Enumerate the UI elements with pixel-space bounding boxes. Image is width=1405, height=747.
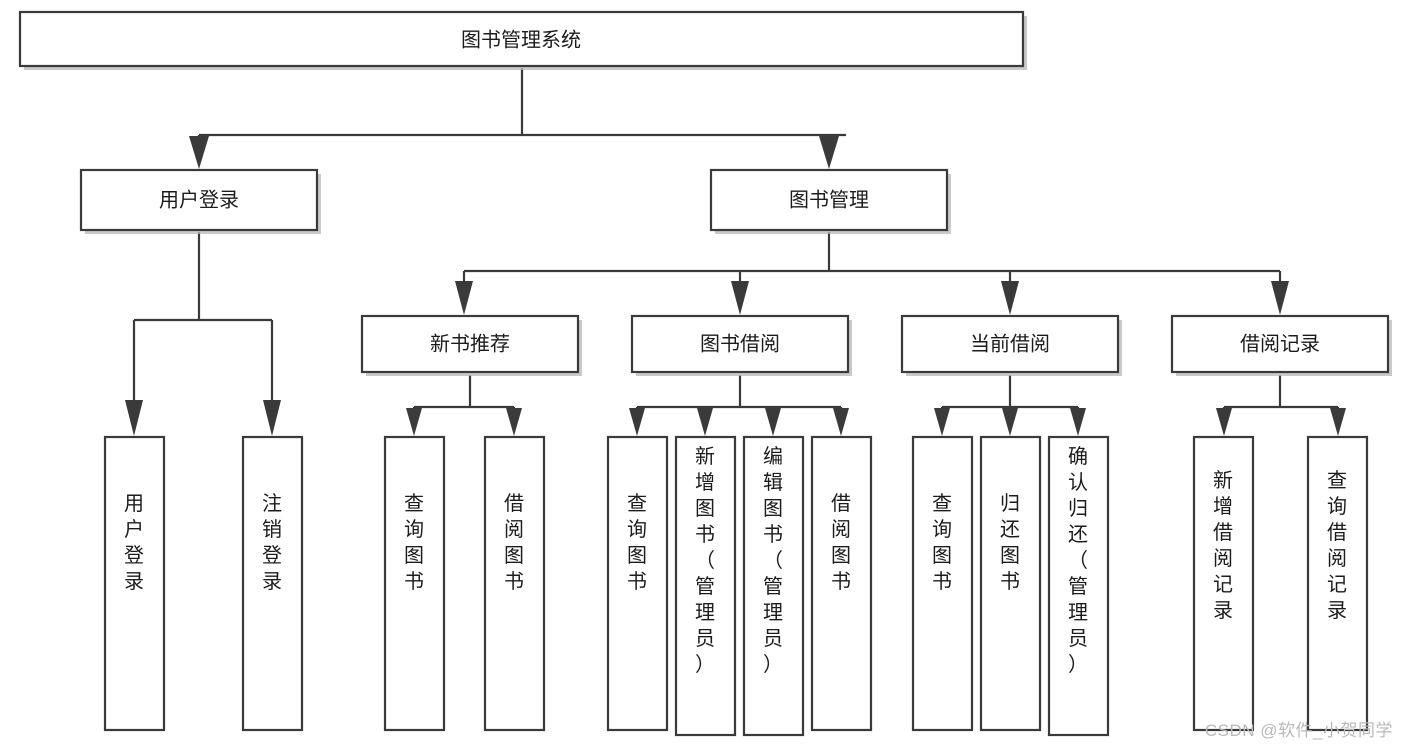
- node-current-borrow[interactable]: 当前借阅: [900, 314, 1122, 376]
- current-borrow-box: [900, 314, 1120, 374]
- book-borrow-box: [630, 314, 850, 374]
- leaf-recommend-borrow-book[interactable]: 借阅图书: [483, 435, 546, 732]
- leaf-record-add-box: [1192, 435, 1255, 732]
- current-borrow-label: 当前借阅: [970, 332, 1050, 355]
- root-label: 图书管理系统: [461, 28, 581, 51]
- leaf-logout-label: 注销登录: [262, 492, 282, 593]
- leaf-borrow-edit-book-box: [742, 435, 805, 737]
- arrow-book-borrow: [731, 281, 749, 315]
- leaf-user-login-box: [103, 435, 166, 732]
- arrow-leaf-borrow-book-1: [506, 408, 522, 436]
- leaf-borrow-borrow-book-label: 借阅图书: [831, 492, 851, 593]
- borrow-record-box: [1170, 314, 1390, 374]
- node-borrow-record[interactable]: 借阅记录: [1170, 314, 1392, 376]
- csdn-watermark: CSDN @软件_小贺同学: [1204, 721, 1393, 740]
- arrow-leaf-add-record: [1216, 408, 1232, 436]
- leaf-current-return-book-label: 归还图书: [1000, 492, 1020, 593]
- leaf-borrow-add-book-label: 新增图书（管理员）: [695, 445, 715, 676]
- book-borrow-label: 图书借阅: [700, 332, 780, 355]
- node-new-book-recommend[interactable]: 新书推荐: [360, 314, 582, 376]
- user-login-box: [79, 168, 319, 232]
- leaf-borrow-query-book-label: 查询图书: [627, 492, 647, 593]
- arrow-new-book-recommend: [455, 281, 473, 315]
- arrow-leaf-query-book-3: [934, 408, 950, 436]
- root-box: [18, 10, 1025, 68]
- node-book-borrow[interactable]: 图书借阅: [630, 314, 852, 376]
- book-management-label: 图书管理: [789, 188, 869, 211]
- arrow-leaf-logout: [263, 400, 281, 436]
- leaf-borrow-add-book-box: [674, 435, 737, 737]
- leaf-user-login[interactable]: 用户登录: [103, 435, 166, 732]
- leaf-recommend-borrow-book-box: [483, 435, 546, 732]
- arrow-leaf-query-book-1: [406, 408, 422, 436]
- leaf-current-query-book-label: 查询图书: [932, 492, 952, 593]
- leaf-recommend-query-book[interactable]: 查询图书: [383, 435, 446, 732]
- node-book-management[interactable]: 图书管理: [709, 168, 951, 234]
- leaf-record-add-label: 新增借阅记录: [1213, 469, 1233, 622]
- leaf-recommend-query-book-label: 查询图书: [404, 492, 424, 593]
- leaf-record-add[interactable]: 新增借阅记录: [1192, 435, 1255, 732]
- node-root-system[interactable]: 图书管理系统: [18, 10, 1027, 70]
- user-login-label: 用户登录: [159, 188, 239, 211]
- leaf-current-confirm-return[interactable]: 确认归还（管理员）: [1047, 435, 1110, 737]
- arrow-leaf-user-login: [125, 400, 143, 436]
- connector-layer: [125, 68, 1346, 436]
- arrow-leaf-confirm-return: [1070, 408, 1086, 436]
- arrow-leaf-edit-book: [765, 408, 781, 436]
- leaf-record-query-box: [1306, 435, 1369, 732]
- new-book-recommend-box: [360, 314, 580, 374]
- leaf-current-query-book[interactable]: 查询图书: [911, 435, 974, 732]
- leaf-borrow-query-book[interactable]: 查询图书: [606, 435, 669, 732]
- leaf-record-query[interactable]: 查询借阅记录: [1306, 435, 1369, 732]
- arrow-user-login: [189, 136, 209, 169]
- leaf-recommend-query-book-box: [383, 435, 446, 732]
- arrow-leaf-query-record: [1330, 408, 1346, 436]
- leaf-borrow-add-book[interactable]: 新增图书（管理员）: [674, 435, 737, 737]
- leaf-borrow-edit-book[interactable]: 编辑图书（管理员）: [742, 435, 805, 737]
- arrow-leaf-query-book-2: [629, 408, 645, 436]
- book-management-box: [709, 168, 949, 232]
- leaf-user-login-label: 用户登录: [124, 493, 144, 593]
- arrow-leaf-borrow-book-2: [833, 408, 849, 436]
- arrow-book-mgmt: [819, 136, 839, 169]
- leaf-borrow-edit-book-label: 编辑图书（管理员）: [763, 445, 783, 676]
- leaf-logout-box: [241, 435, 304, 732]
- borrow-record-label: 借阅记录: [1240, 332, 1320, 355]
- leaf-current-return-book[interactable]: 归还图书: [979, 435, 1042, 732]
- leaf-borrow-borrow-book[interactable]: 借阅图书: [810, 435, 873, 732]
- leaf-borrow-query-book-box: [606, 435, 669, 732]
- node-user-login[interactable]: 用户登录: [79, 168, 321, 234]
- leaf-current-confirm-return-label: 确认归还（管理员）: [1068, 445, 1088, 676]
- leaf-current-return-book-box: [979, 435, 1042, 732]
- leaf-borrow-borrow-book-box: [810, 435, 873, 732]
- leaf-logout[interactable]: 注销登录: [241, 435, 304, 732]
- new-book-recommend-label: 新书推荐: [430, 332, 510, 355]
- leaf-current-query-book-box: [911, 435, 974, 732]
- arrow-leaf-return-book: [1002, 408, 1018, 436]
- arrow-borrow-record: [1271, 281, 1289, 315]
- leaf-current-confirm-return-box: [1047, 435, 1110, 737]
- arrow-leaf-add-book: [697, 408, 713, 436]
- leaf-recommend-borrow-book-label: 借阅图书: [504, 492, 524, 593]
- leaf-record-query-label: 查询借阅记录: [1327, 469, 1347, 622]
- arrow-current-borrow: [1001, 281, 1019, 315]
